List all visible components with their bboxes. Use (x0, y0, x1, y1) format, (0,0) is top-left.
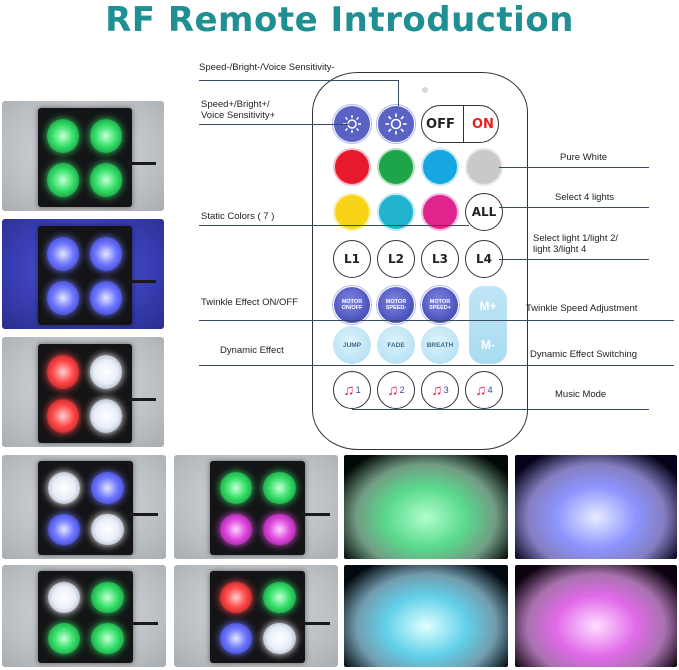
label-pure-white: Pure White (560, 152, 607, 163)
music-note-icon: ♫ (475, 381, 487, 399)
product-photo-blue (2, 219, 164, 329)
all-button[interactable]: ALL (465, 193, 503, 231)
music-mode-2-button[interactable]: ♫2 (377, 371, 415, 409)
color-white-button[interactable] (465, 148, 503, 186)
fiber-photo-purple (515, 565, 677, 667)
label-select-light: Select light 1/light 2/ light 3/light 4 (533, 233, 619, 255)
color-magenta-button[interactable] (421, 193, 459, 231)
motor-speed-minus-button[interactable]: MOTOR SPEED- (377, 286, 415, 324)
mode-plus-button[interactable]: M+ (479, 298, 497, 313)
product-photo-red-white (2, 337, 164, 447)
music-mode-4-button[interactable]: ♫4 (465, 371, 503, 409)
page-title: RF Remote Introduction (105, 0, 574, 40)
label-speed-plus: Speed+/Bright+/ Voice Sensitivity+ (201, 99, 276, 121)
color-blue-button[interactable] (421, 148, 459, 186)
music-mode-1-button[interactable]: ♫1 (333, 371, 371, 409)
off-button[interactable]: OFF (426, 116, 455, 132)
product-photo-mixed (174, 565, 338, 667)
fade-button[interactable]: FADE (377, 326, 415, 364)
label-twinkle-speed: Twinkle Speed Adjustment (526, 303, 638, 314)
label-dynamic-effect: Dynamic Effect (220, 345, 284, 356)
power-button-group: OFF ON (421, 105, 499, 143)
color-cyan-button[interactable] (377, 193, 415, 231)
label-static-colors: Static Colors ( 7 ) (201, 211, 275, 222)
color-green-button[interactable] (377, 148, 415, 186)
on-button[interactable]: ON (472, 116, 494, 132)
label-speed-minus: Speed-/Bright-/Voice Sensitivity- (199, 62, 335, 73)
jump-button[interactable]: JUMP (333, 326, 371, 364)
l4-button[interactable]: L4 (465, 240, 503, 278)
product-photo-green-pink (174, 455, 338, 559)
label-music-mode: Music Mode (555, 389, 607, 400)
breath-button[interactable]: BREATH (421, 326, 459, 364)
color-yellow-button[interactable] (333, 193, 371, 231)
ir-indicator (422, 87, 428, 93)
l1-button[interactable]: L1 (333, 240, 371, 278)
music-mode-3-button[interactable]: ♫3 (421, 371, 459, 409)
product-photo-blue-white (2, 455, 166, 559)
music-note-icon: ♫ (343, 381, 355, 399)
motor-speed-plus-button[interactable]: MOTOR SPEED+ (421, 286, 459, 324)
mode-bar: M+ M- (469, 286, 507, 364)
motor-onoff-button[interactable]: MOTOR ON/OFF (333, 286, 371, 324)
fiber-photo-green (344, 455, 508, 559)
fiber-photo-blue (515, 455, 677, 559)
l3-button[interactable]: L3 (421, 240, 459, 278)
fiber-photo-cyan (344, 565, 508, 667)
label-select-4: Select 4 lights (555, 192, 615, 203)
product-photo-white-green (2, 565, 166, 667)
bright-plus-button[interactable] (377, 105, 415, 143)
color-red-button[interactable] (333, 148, 371, 186)
sun-plus-icon (385, 113, 407, 135)
label-dynamic-switch: Dynamic Effect Switching (530, 349, 638, 360)
product-photo-green (2, 101, 164, 211)
label-twinkle-onoff: Twinkle Effect ON/OFF (201, 297, 298, 308)
music-note-icon: ♫ (431, 381, 443, 399)
mode-minus-button[interactable]: M- (481, 337, 495, 352)
l2-button[interactable]: L2 (377, 240, 415, 278)
music-note-icon: ♫ (387, 381, 399, 399)
